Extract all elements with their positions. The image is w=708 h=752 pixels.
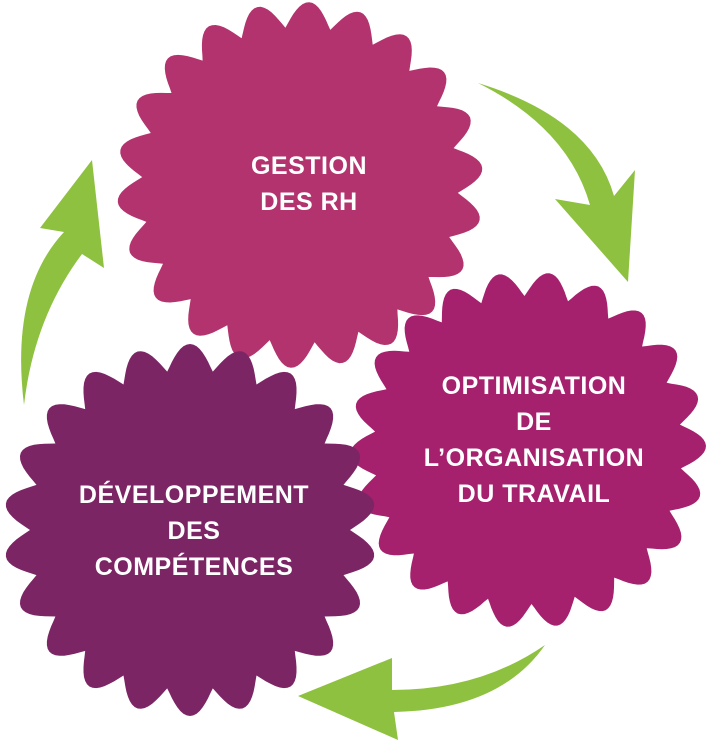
arrow-left bbox=[21, 160, 105, 405]
label-competences-line-2: DES bbox=[167, 517, 221, 545]
gear-gestion-rh bbox=[117, 2, 483, 368]
label-competences-line-1: DÉVELOPPEMENT bbox=[78, 481, 310, 509]
label-optimisation-line-2: DE bbox=[516, 408, 552, 436]
label-optimisation: OPTIMISATION DE L’ORGANISATION DU TRAVAI… bbox=[390, 368, 678, 512]
label-optimisation-line-1: OPTIMISATION bbox=[441, 372, 627, 400]
gear-optimisation bbox=[350, 273, 706, 627]
label-optimisation-line-3: L’ORGANISATION bbox=[423, 444, 645, 472]
label-gestion-rh: GESTION DES RH bbox=[198, 148, 420, 220]
arrow-top-right bbox=[478, 83, 635, 282]
gear-competences bbox=[5, 344, 375, 716]
label-competences-line-3: COMPÉTENCES bbox=[94, 553, 294, 581]
label-gestion-rh-line-2: DES RH bbox=[260, 188, 358, 216]
label-optimisation-line-4: DU TRAVAIL bbox=[457, 480, 611, 508]
arrow-layer bbox=[21, 83, 635, 740]
label-competences: DÉVELOPPEMENT DES COMPÉTENCES bbox=[44, 477, 344, 585]
arrow-bottom bbox=[298, 645, 545, 740]
label-gestion-rh-line-1: GESTION bbox=[250, 152, 367, 180]
